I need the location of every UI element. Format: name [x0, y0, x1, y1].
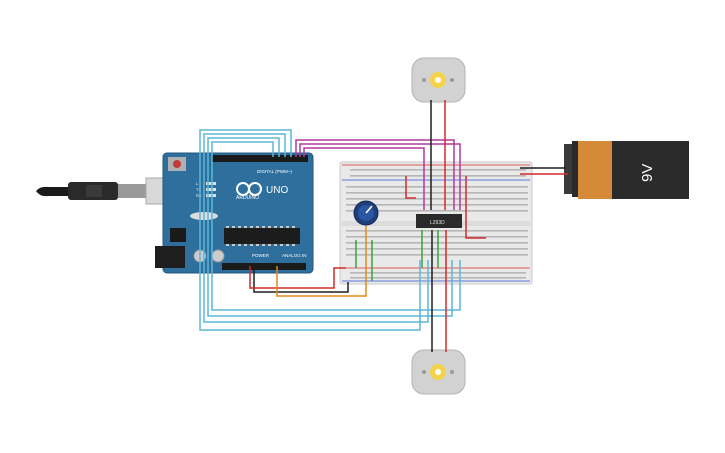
nine-volt-battery: 9V	[564, 141, 689, 199]
power-header-label: POWER	[252, 253, 270, 258]
dc-motor-bottom	[411, 349, 466, 395]
wire-red-bb-2	[465, 176, 486, 239]
wire-cyan-2	[203, 133, 429, 323]
wire-board-black	[253, 266, 349, 293]
wire-cyan-3	[207, 137, 453, 317]
l293d-chip: L293D	[416, 214, 462, 228]
led-label-l: L	[196, 181, 199, 186]
l293d-label: L293D	[430, 220, 445, 226]
analog-header-label: ANALOG IN	[282, 253, 307, 258]
wire-magenta-3	[303, 147, 425, 210]
dc-motor-top	[411, 57, 466, 103]
led-label-rx: RX	[196, 193, 202, 198]
wire-red-bb-1	[405, 176, 416, 199]
wire-cyan-4	[211, 141, 461, 311]
wires	[199, 100, 568, 352]
wire-board-red	[249, 266, 346, 289]
battery-label: 9V	[639, 164, 656, 182]
usb-cable	[36, 177, 171, 205]
arduino-logo-text: ARDUINO	[236, 195, 259, 201]
arduino-model-text: UNO	[266, 185, 288, 196]
wire-cyan-1	[199, 129, 421, 331]
digital-header-label: DIGITAL (PWM~)	[257, 169, 292, 174]
led-label-tx: TX	[196, 187, 201, 192]
wire-magenta-2	[299, 143, 461, 210]
arduino-board: ARDUINO UNO DIGITAL (PWM~) POWER ANALOG …	[155, 152, 314, 274]
wire-board-orange	[276, 226, 367, 297]
potentiometer	[353, 200, 379, 226]
wire-magenta-1	[295, 139, 455, 210]
